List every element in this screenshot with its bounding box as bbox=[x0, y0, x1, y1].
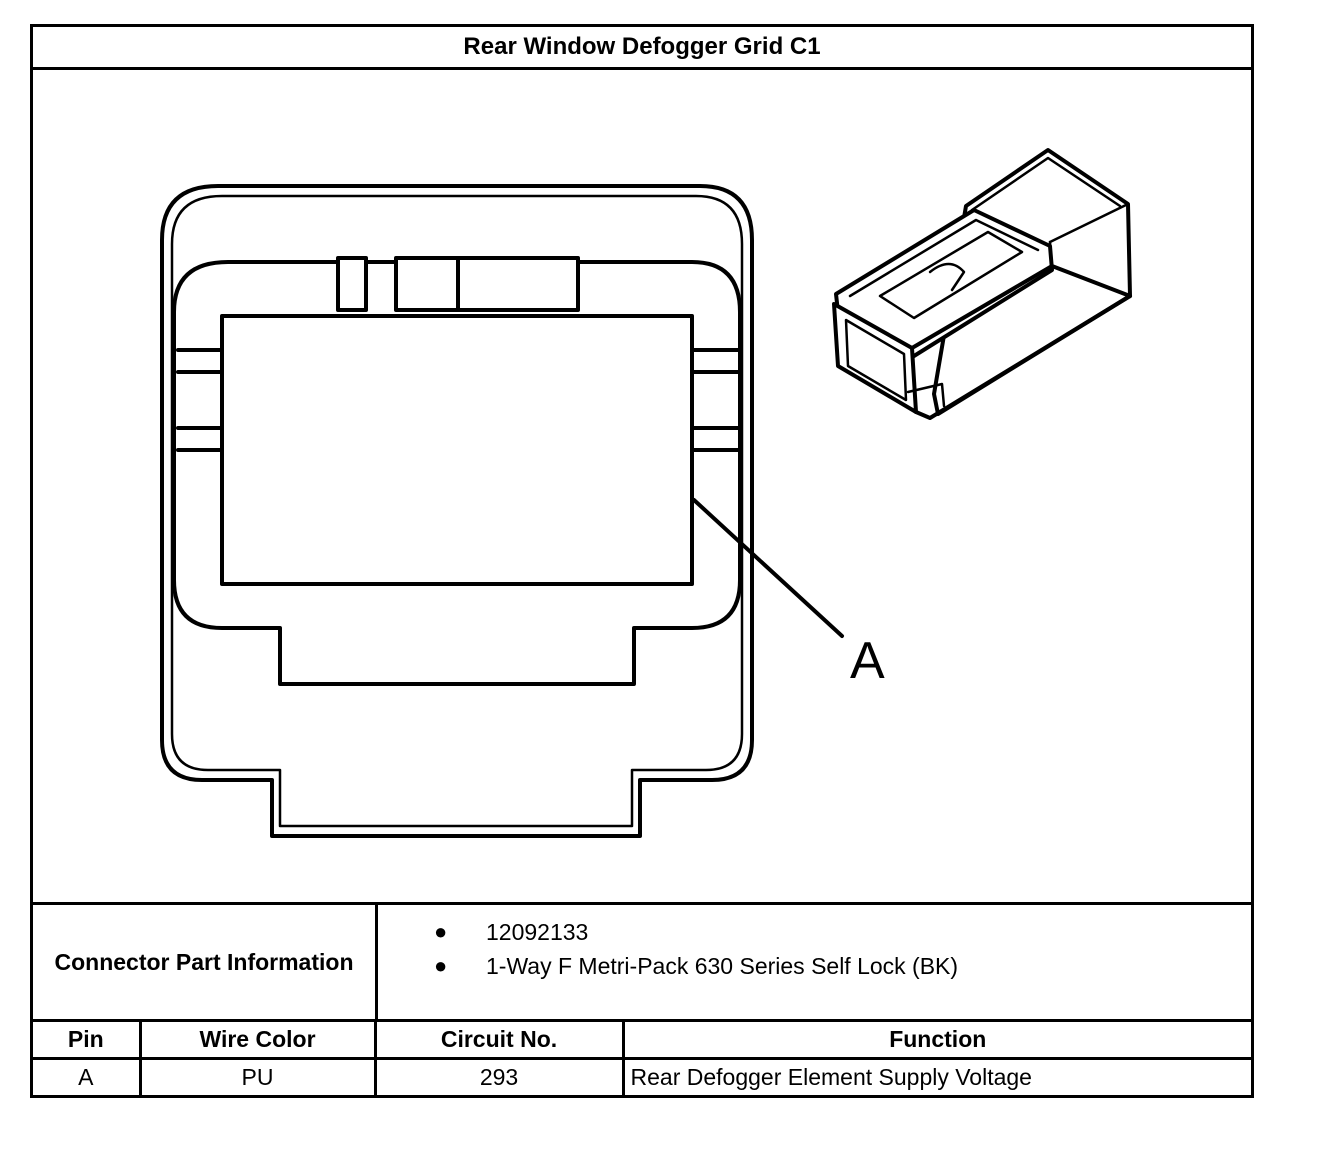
lock-tab-right bbox=[456, 256, 580, 312]
pin-table-header-row: Pin Wire Color Circuit No. Function bbox=[33, 1022, 1251, 1060]
connector-drawing-area: A bbox=[33, 70, 1251, 905]
cell-function: Rear Defogger Element Supply Voltage bbox=[621, 1057, 1251, 1095]
connector-sheet: Rear Window Defogger Grid C1 bbox=[30, 24, 1254, 1098]
part-number: 12092133 bbox=[486, 919, 589, 945]
connector-part-info-label: Connector Part Information bbox=[33, 905, 378, 1019]
diagram-title: Rear Window Defogger Grid C1 bbox=[33, 27, 1251, 70]
header-function: Function bbox=[621, 1022, 1251, 1060]
header-pin: Pin bbox=[33, 1022, 142, 1060]
lock-tab-center bbox=[394, 256, 460, 312]
callout-label-a: A bbox=[850, 632, 885, 690]
connector-inner-cavity bbox=[172, 260, 742, 686]
cell-pin: A bbox=[33, 1057, 142, 1095]
bullet-icon: ● bbox=[434, 919, 448, 944]
part-info-item: ● 1-Way F Metri-Pack 630 Series Self Loc… bbox=[378, 949, 1251, 983]
part-description: 1-Way F Metri-Pack 630 Series Self Lock … bbox=[486, 953, 959, 979]
bullet-icon: ● bbox=[434, 953, 448, 978]
connector-part-information-row: Connector Part Information ● 12092133 ● … bbox=[33, 905, 1251, 1022]
table-row: A PU 293 Rear Defogger Element Supply Vo… bbox=[33, 1057, 1251, 1095]
callout-leader-line bbox=[692, 498, 844, 638]
pin-table: Pin Wire Color Circuit No. Function A PU… bbox=[33, 1022, 1251, 1095]
part-info-item: ● 12092133 bbox=[378, 915, 1251, 949]
connector-part-info-list: ● 12092133 ● 1-Way F Metri-Pack 630 Seri… bbox=[378, 905, 1251, 1019]
cell-circuit-no: 293 bbox=[373, 1057, 625, 1095]
connector-outer-housing bbox=[160, 184, 754, 838]
header-wire-color: Wire Color bbox=[138, 1022, 377, 1060]
cell-wire-color: PU bbox=[138, 1057, 377, 1095]
header-circuit-no: Circuit No. bbox=[373, 1022, 625, 1060]
lock-tab-left bbox=[336, 256, 368, 312]
connector-outer-housing-inner-edge bbox=[170, 194, 744, 828]
connector-isometric-view bbox=[832, 148, 1132, 420]
terminal-cavity-a bbox=[220, 314, 694, 586]
